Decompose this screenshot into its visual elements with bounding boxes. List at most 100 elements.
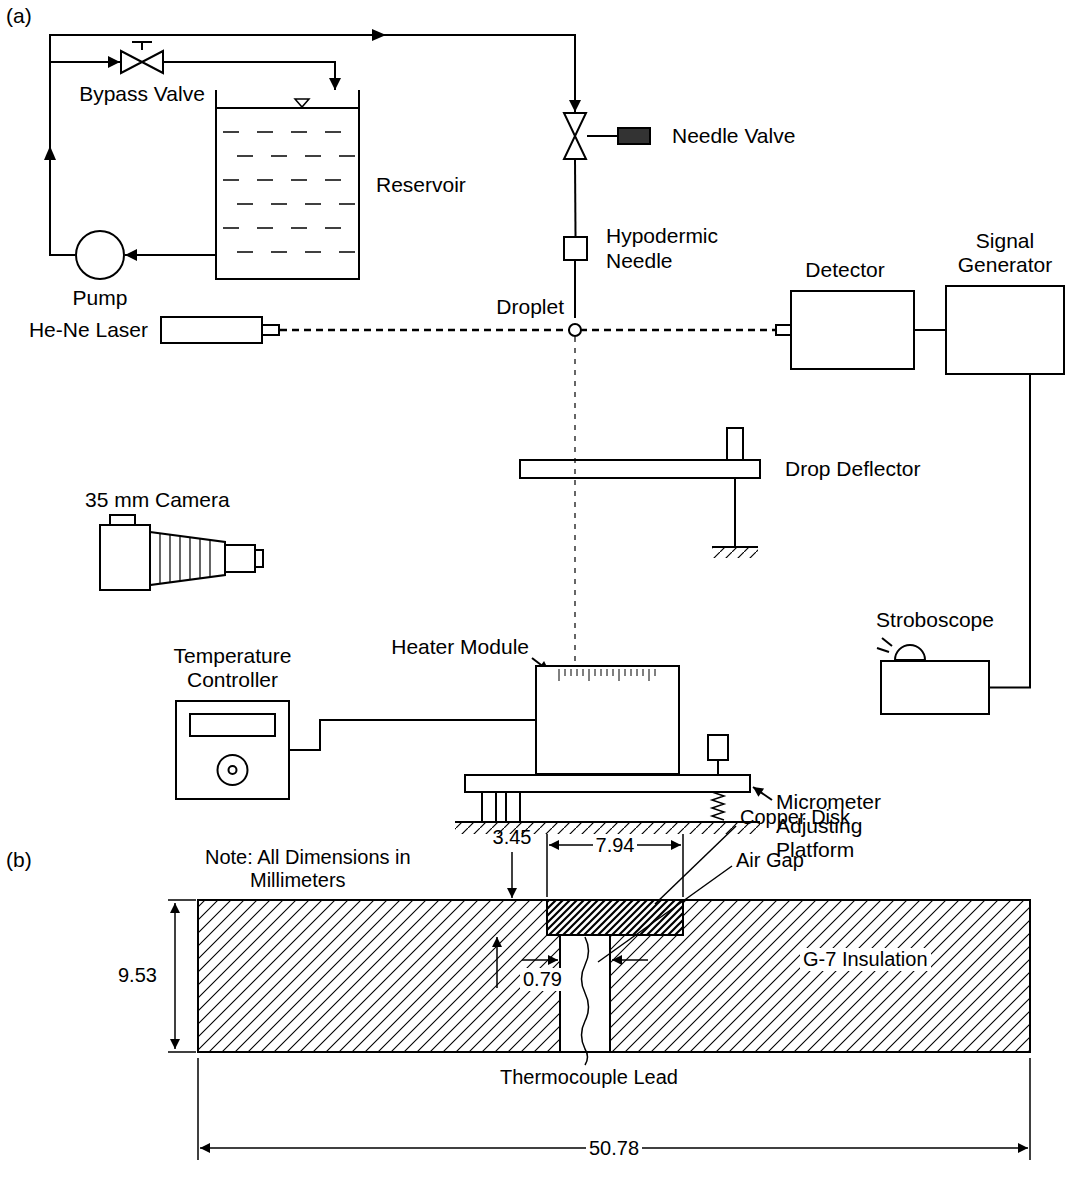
part-label: (a) [6,4,32,28]
laser-box-outline [161,317,279,343]
adjusting-platform [455,821,760,823]
hypodermic-needle-shape [563,236,588,261]
temperature-controller: Temperature Controller [175,700,290,800]
signal-wire [990,375,1030,688]
bypass-valve-outline [121,51,163,73]
pipe-line [125,254,215,256]
dimension-value: 0.79 [520,968,565,991]
dimension-lines [168,1051,196,1053]
node-label: Detector [805,258,884,282]
node-label: Temperature Controller [158,644,308,692]
hypodermic-needle-outline [564,237,587,260]
adjusting-platform [712,792,724,820]
drop-deflector [520,428,760,558]
reservoir-tank-outline [216,90,359,279]
camera [100,515,263,590]
node-label: Stroboscope [876,608,994,632]
adjusting-platform [482,792,496,822]
bypass-valve-shape [120,50,164,74]
part-label: Drop Deflector [785,457,920,481]
part-label: 35 mm Camera [85,488,230,512]
drop-deflector [727,428,743,460]
temperature-controller-shape [175,700,290,800]
cross-section [582,937,589,1065]
stroboscope-box: Stroboscope [880,660,990,715]
camera [160,534,210,584]
reservoir-tank-shape [215,90,360,280]
bypass-valve-stem [132,42,152,50]
part-label: Copper Disk [740,806,850,829]
heater-module-outline [536,666,679,774]
cross-section [547,900,683,935]
dimension-lines [546,834,548,897]
signal-generator-box: Signal Generator [945,285,1065,375]
node-label: He-Ne Laser [29,318,148,342]
needle-tip [574,261,576,318]
detector-box: Detector [775,290,915,370]
dimension-value: 3.45 [493,826,532,849]
strobe-lamp [882,638,892,646]
pipe-line [574,160,577,236]
needle-tip [574,261,576,318]
dimension-lines [612,959,648,961]
node-label: Droplet [496,295,564,319]
laser-box: He-Ne Laser [160,316,280,344]
needle-valve-outline [564,113,586,159]
droplet-shape [568,323,582,337]
dimension-lines [197,1058,199,1160]
signal-generator-box-shape [945,285,1065,375]
heater-module: Heater Module [535,665,680,775]
bypass-valve-stem [132,41,152,43]
drop-deflector [712,546,758,548]
signal-wire [290,720,535,750]
dimension-value: 50.78 [586,1137,642,1160]
dimension-lines [598,866,732,962]
node-label: Hypodermic Needle [606,224,731,272]
pipe-line [50,35,575,255]
needle-valve-handle [587,135,618,137]
stroboscope-box-shape [880,660,990,715]
adjusting-platform [708,735,728,760]
droplet: Droplet [568,323,582,337]
stroboscope-box-outline [881,661,989,714]
bypass-valve-stem [141,42,143,50]
note-text: Note: All Dimensions in Millimeters [205,846,415,892]
camera [255,550,263,567]
dimension-lines [522,959,558,961]
signal-generator-box-outline [946,286,1064,374]
dimension-value: 7.94 [593,834,638,857]
dimension-lines [496,937,498,988]
drop-path [574,337,575,665]
strobe-lamp [895,645,925,660]
part-label: Air Gap [736,849,804,872]
node-label: Needle Valve [672,124,795,148]
dimension-lines [168,826,1030,1160]
drop-deflector [712,548,758,558]
temperature-controller-outline [176,701,289,799]
needle-valve-handle [618,128,650,144]
detector-box-shape [775,290,915,370]
heater-module-shape [535,665,680,775]
pump-circle-outline [76,231,124,279]
cross-section [559,935,561,1052]
cross-section [547,900,683,935]
strobe-lamp [877,648,889,652]
signal-wire [915,329,945,331]
drop-deflector [734,478,736,547]
cross-section [198,900,1030,1052]
node-label: Signal Generator [945,229,1065,277]
laser-beam [280,329,775,332]
camera [100,525,150,590]
adjusting-platform [753,787,772,800]
adjusting-platform [465,775,750,792]
strobe-lamp [877,638,925,660]
cross-section [198,900,1030,1065]
pump-circle: Pump [75,230,125,280]
node-label: Bypass Valve [79,82,205,106]
reservoir-tank: Reservoir [215,90,360,280]
part-label: Thermocouple Lead [500,1066,678,1089]
dimension-lines [682,834,684,897]
camera [150,532,225,585]
needle-valve-shape [563,112,587,160]
